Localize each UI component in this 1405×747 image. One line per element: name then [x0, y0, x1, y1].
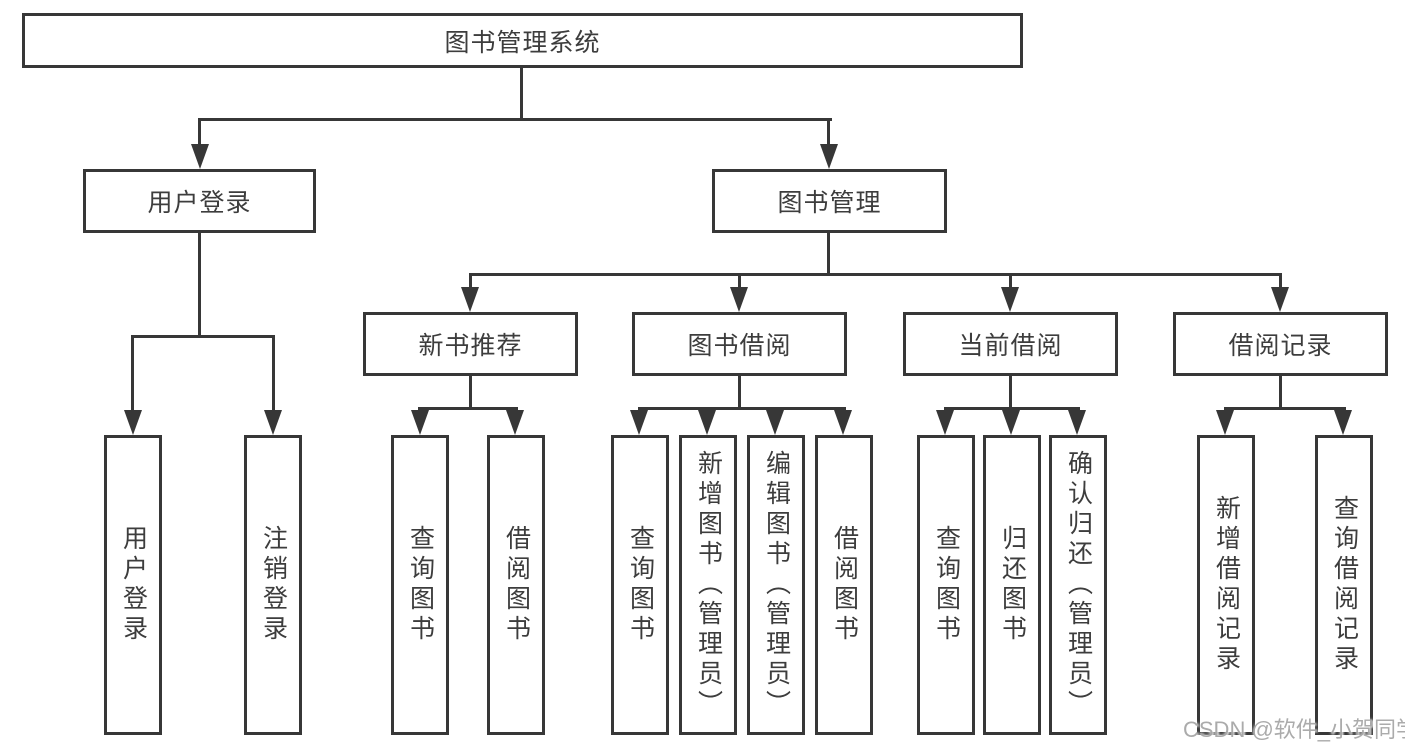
node-current-borrowing: 当前借阅	[903, 312, 1118, 376]
connector-line	[1279, 276, 1282, 289]
connector-line	[469, 273, 1282, 276]
connector-arrow-icon	[1002, 410, 1020, 435]
connector-arrow-icon	[1216, 410, 1234, 435]
connector-line	[1224, 407, 1346, 410]
node-label: 图书借阅	[687, 332, 792, 360]
connector-line	[738, 375, 741, 410]
connector-line	[469, 375, 472, 410]
connector-line	[638, 407, 846, 410]
connector-line	[131, 338, 134, 412]
connector-line	[131, 335, 275, 338]
leaf-label: 编辑图书（管理员）	[762, 450, 791, 720]
leaf-label: 归还图书	[998, 525, 1027, 645]
connector-arrow-icon	[630, 410, 648, 435]
leaf-label: 查询图书	[932, 525, 961, 645]
leaf-borrow-books-borrowing: 借阅图书	[815, 435, 873, 735]
leaf-edit-book-admin: 编辑图书（管理员）	[747, 435, 805, 735]
node-library-management-system: 图书管理系统	[22, 13, 1023, 68]
connector-line	[272, 338, 275, 412]
connector-line	[944, 407, 1080, 410]
node-book-borrowing: 图书借阅	[632, 312, 847, 376]
leaf-label: 查询图书	[406, 525, 435, 645]
connector-line	[198, 121, 201, 147]
leaf-label: 借阅图书	[830, 525, 859, 645]
connector-line	[1009, 276, 1012, 289]
node-label: 当前借阅	[958, 332, 1063, 360]
leaf-query-books-current: 查询图书	[917, 435, 975, 735]
leaf-label: 查询图书	[626, 525, 655, 645]
connector-arrow-icon	[461, 287, 479, 312]
connector-line	[520, 68, 523, 121]
node-borrowing-records: 借阅记录	[1173, 312, 1388, 376]
node-label: 用户登录	[147, 189, 252, 217]
connector-arrow-icon	[124, 410, 142, 435]
node-label: 新书推荐	[418, 332, 523, 360]
leaf-query-books-recommend: 查询图书	[391, 435, 449, 735]
node-label: 图书管理系统	[444, 28, 601, 57]
connector-arrow-icon	[936, 410, 954, 435]
leaf-user-login: 用户登录	[104, 435, 162, 735]
leaf-label: 查询借阅记录	[1330, 495, 1359, 675]
node-label: 图书管理	[777, 189, 882, 217]
leaf-confirm-return-admin: 确认归还（管理员）	[1049, 435, 1107, 735]
leaf-borrow-books-recommend: 借阅图书	[487, 435, 545, 735]
connector-arrow-icon	[766, 410, 784, 435]
connector-arrow-icon	[698, 410, 716, 435]
connector-line	[738, 276, 741, 289]
leaf-query-books-borrowing: 查询图书	[611, 435, 669, 735]
leaf-query-borrow-record: 查询借阅记录	[1315, 435, 1373, 735]
node-label: 借阅记录	[1228, 332, 1333, 360]
connector-line	[1279, 375, 1282, 410]
watermark: CSDN @软件_小贺同学	[1183, 717, 1405, 742]
connector-line	[198, 118, 832, 121]
leaf-label: 确认归还（管理员）	[1064, 450, 1093, 720]
connector-arrow-icon	[730, 287, 748, 312]
connector-line	[827, 121, 830, 147]
leaf-label: 新增借阅记录	[1212, 495, 1241, 675]
connector-arrow-icon	[1271, 287, 1289, 312]
connector-arrow-icon	[191, 144, 209, 169]
connector-arrow-icon	[1068, 410, 1086, 435]
connector-arrow-icon	[1334, 410, 1352, 435]
connector-line	[1009, 375, 1012, 410]
node-new-book-recommendation: 新书推荐	[363, 312, 578, 376]
connector-arrow-icon	[1001, 287, 1019, 312]
leaf-label: 用户登录	[119, 525, 148, 645]
leaf-add-book-admin: 新增图书（管理员）	[679, 435, 737, 735]
connector-line	[827, 233, 830, 276]
connector-arrow-icon	[411, 410, 429, 435]
node-user-login: 用户登录	[83, 169, 316, 233]
node-book-management: 图书管理	[712, 169, 947, 233]
connector-line	[418, 407, 518, 410]
connector-arrow-icon	[820, 144, 838, 169]
leaf-logout: 注销登录	[244, 435, 302, 735]
connector-line	[469, 276, 472, 289]
connector-arrow-icon	[506, 410, 524, 435]
connector-arrow-icon	[264, 410, 282, 435]
leaf-label: 借阅图书	[502, 525, 531, 645]
leaf-add-borrow-record: 新增借阅记录	[1197, 435, 1255, 735]
leaf-label: 注销登录	[259, 525, 288, 645]
leaf-label: 新增图书（管理员）	[694, 450, 723, 720]
leaf-return-book: 归还图书	[983, 435, 1041, 735]
connector-arrow-icon	[834, 410, 852, 435]
connector-line	[198, 232, 201, 338]
